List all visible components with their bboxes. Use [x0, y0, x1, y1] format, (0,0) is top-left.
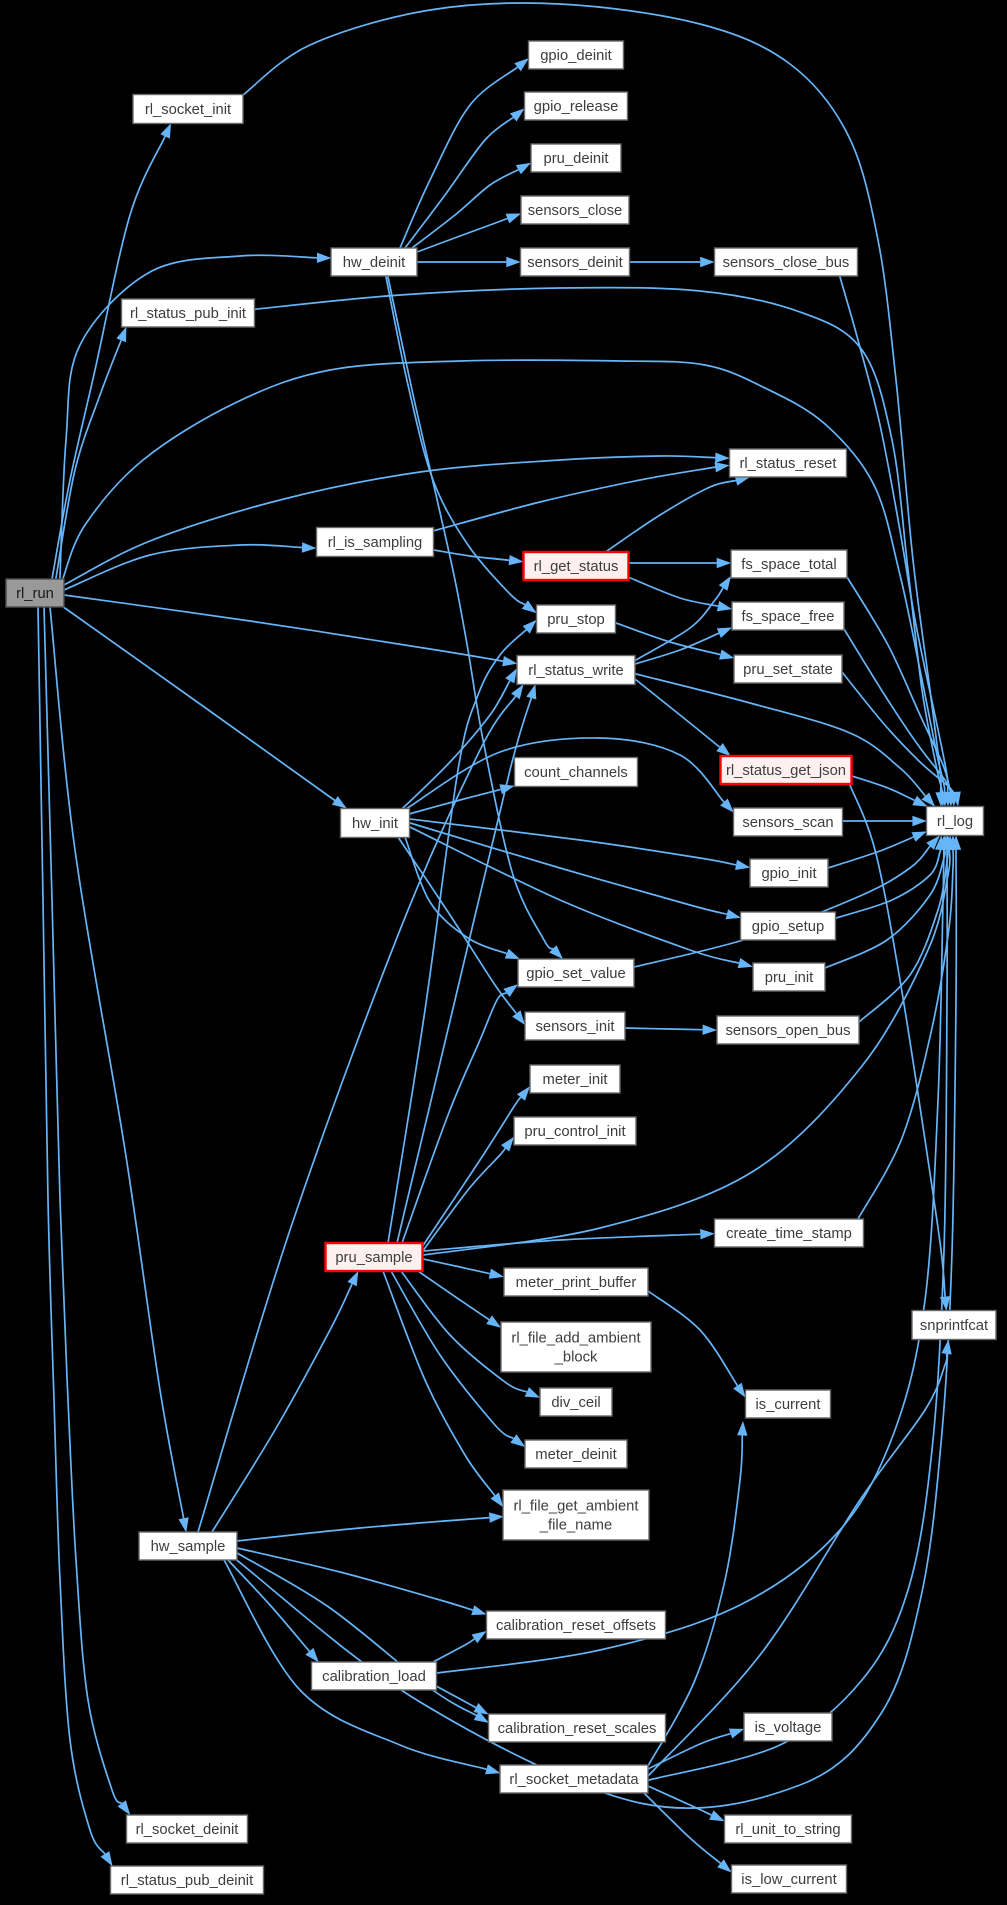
svg-text:sensors_deinit: sensors_deinit — [527, 255, 622, 271]
svg-text:sensors_open_bus: sensors_open_bus — [725, 1023, 850, 1039]
svg-text:meter_init: meter_init — [543, 1072, 608, 1088]
svg-text:is_low_current: is_low_current — [741, 1872, 836, 1888]
svg-text:pru_sample: pru_sample — [335, 1250, 412, 1266]
svg-text:gpio_deinit: gpio_deinit — [540, 48, 612, 64]
svg-text:gpio_set_value: gpio_set_value — [526, 966, 626, 982]
svg-text:rl_status_reset: rl_status_reset — [739, 456, 836, 472]
svg-text:fs_space_total: fs_space_total — [741, 557, 836, 573]
svg-text:rl_is_sampling: rl_is_sampling — [328, 535, 423, 551]
svg-text:create_time_stamp: create_time_stamp — [726, 1226, 852, 1242]
svg-text:rl_status_write: rl_status_write — [528, 663, 623, 679]
svg-text:rl_get_status: rl_get_status — [534, 559, 619, 575]
svg-text:sensors_scan: sensors_scan — [742, 815, 833, 831]
svg-text:calibration_reset_scales: calibration_reset_scales — [498, 1721, 657, 1737]
svg-text:hw_sample: hw_sample — [151, 1539, 226, 1555]
svg-text:_block: _block — [554, 1350, 598, 1366]
svg-text:rl_run: rl_run — [16, 586, 54, 602]
svg-text:count_channels: count_channels — [524, 765, 628, 781]
svg-text:sensors_close_bus: sensors_close_bus — [723, 255, 850, 271]
svg-text:_file_name: _file_name — [539, 1518, 612, 1534]
svg-text:rl_file_get_ambient: rl_file_get_ambient — [513, 1499, 638, 1515]
svg-text:gpio_setup: gpio_setup — [752, 919, 824, 935]
svg-text:rl_status_pub_deinit: rl_status_pub_deinit — [121, 1873, 253, 1889]
svg-text:calibration_load: calibration_load — [322, 1669, 426, 1685]
svg-text:rl_log: rl_log — [937, 814, 973, 830]
svg-text:rl_socket_metadata: rl_socket_metadata — [509, 1772, 639, 1788]
svg-text:is_current: is_current — [756, 1397, 821, 1413]
svg-text:rl_status_pub_init: rl_status_pub_init — [130, 306, 246, 322]
svg-text:pru_set_state: pru_set_state — [743, 662, 833, 678]
svg-text:pru_deinit: pru_deinit — [544, 151, 609, 167]
svg-text:gpio_release: gpio_release — [534, 99, 619, 115]
svg-text:pru_stop: pru_stop — [547, 612, 605, 628]
svg-text:gpio_init: gpio_init — [761, 866, 816, 882]
svg-text:pru_init: pru_init — [765, 970, 814, 986]
svg-text:meter_deinit: meter_deinit — [535, 1447, 616, 1463]
svg-text:rl_status_get_json: rl_status_get_json — [726, 763, 846, 779]
svg-text:hw_init: hw_init — [352, 816, 398, 832]
svg-text:pru_control_init: pru_control_init — [524, 1124, 625, 1140]
svg-text:snprintfcat: snprintfcat — [920, 1318, 988, 1334]
svg-text:is_voltage: is_voltage — [755, 1720, 822, 1736]
svg-text:sensors_init: sensors_init — [536, 1019, 615, 1035]
svg-text:sensors_close: sensors_close — [528, 203, 623, 219]
svg-text:div_ceil: div_ceil — [551, 1395, 600, 1411]
svg-text:calibration_reset_offsets: calibration_reset_offsets — [496, 1618, 656, 1634]
svg-text:rl_unit_to_string: rl_unit_to_string — [735, 1822, 840, 1838]
svg-text:rl_socket_init: rl_socket_init — [145, 102, 231, 118]
svg-text:hw_deinit: hw_deinit — [343, 255, 406, 271]
svg-text:rl_file_add_ambient: rl_file_add_ambient — [511, 1331, 640, 1347]
svg-text:rl_socket_deinit: rl_socket_deinit — [136, 1822, 239, 1838]
svg-text:meter_print_buffer: meter_print_buffer — [516, 1275, 637, 1291]
svg-text:fs_space_free: fs_space_free — [742, 609, 835, 625]
